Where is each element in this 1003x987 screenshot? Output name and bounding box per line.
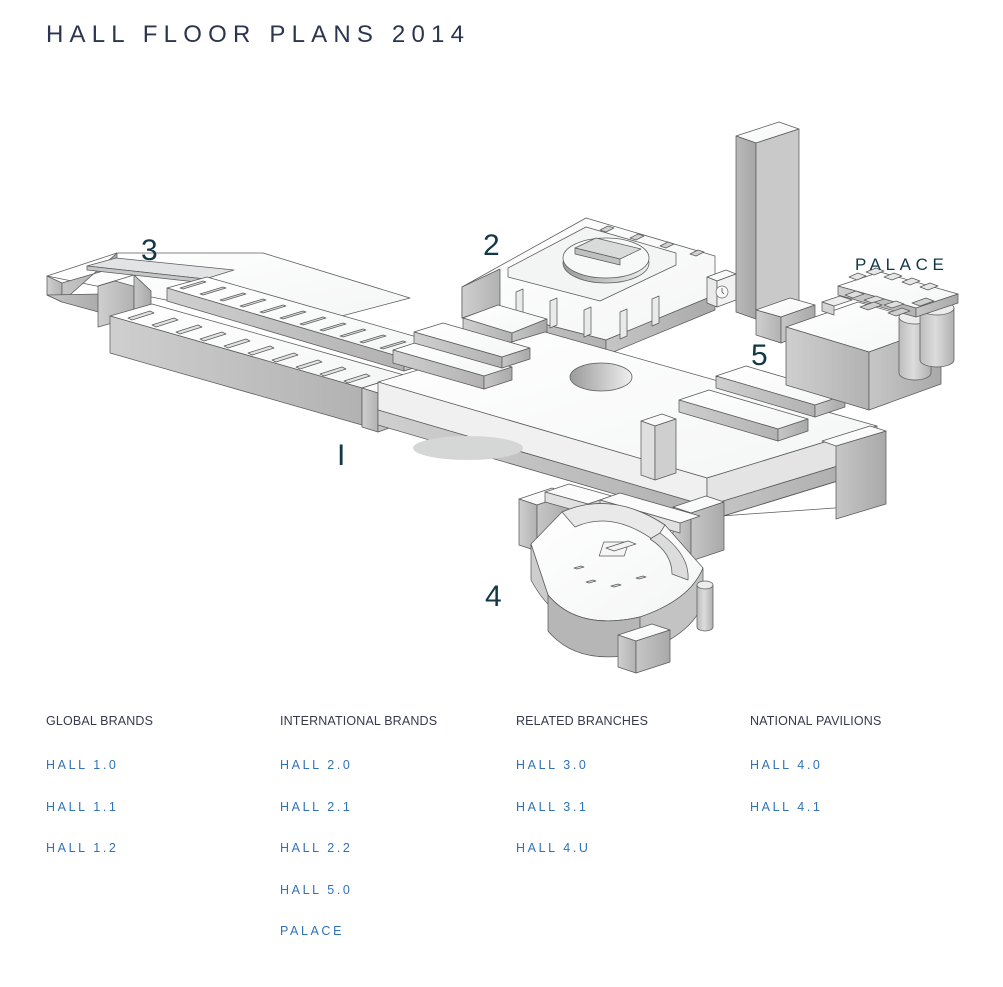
palace-structure [821,267,959,318]
legend-link-hall-2-1[interactable]: HALL 2.1 [280,799,353,814]
legend-link-hall-1-0[interactable]: HALL 1.0 [46,758,119,772]
legend-link-hall-1-1[interactable]: HALL 1.1 [46,799,119,814]
legend-column-related-branches: RELATED BRANCHES HALL 3.0 HALL 3.1 HALL … [516,714,741,884]
legend-link-hall-5-0[interactable]: HALL 5.0 [280,882,353,897]
main-platform [377,322,887,522]
map-marker-hall-1[interactable]: I [337,439,345,472]
legend-heading: GLOBAL BRANDS [46,714,154,728]
legend-heading: NATIONAL PAVILIONS [750,714,882,728]
legend-heading: RELATED BRANCHES [516,714,649,728]
hall-legend: GLOBAL BRANDS HALL 1.0 HALL 1.1 HALL 1.2… [0,714,1003,974]
hall-floor-plan-map: 3 2 I 5 4 PALACE [0,55,1003,675]
legend-link-hall-2-2[interactable]: HALL 2.2 [280,841,353,855]
map-marker-hall-5[interactable]: 5 [751,339,768,372]
tower-block [735,121,800,320]
clock-badge-cube [706,269,737,308]
legend-link-palace[interactable]: PALACE [280,924,345,938]
legend-column-national-pavilions: NATIONAL PAVILIONS HALL 4.0 HALL 4.1 [750,714,975,842]
map-marker-palace[interactable]: PALACE [855,255,948,274]
legend-link-hall-4-u[interactable]: HALL 4.U [516,841,591,855]
hall-2-block [461,217,716,356]
legend-link-hall-3-0[interactable]: HALL 3.0 [516,758,589,772]
map-marker-hall-2[interactable]: 2 [483,229,500,262]
floor-plan-illustration: 3 2 I 5 4 PALACE [46,121,959,674]
legend-column-international-brands: INTERNATIONAL BRANDS HALL 2.0 HALL 2.1 H… [280,714,505,967]
legend-link-hall-3-1[interactable]: HALL 3.1 [516,799,589,814]
hall-1-main-bar [109,303,405,426]
legend-link-hall-4-1[interactable]: HALL 4.1 [750,799,823,814]
legend-link-hall-1-2[interactable]: HALL 1.2 [46,841,119,855]
page-title: HALL FLOOR PLANS 2014 [46,21,471,48]
hall-1-upper-bar [166,276,446,372]
legend-link-hall-4-0[interactable]: HALL 4.0 [750,758,823,772]
hall-4-block [518,413,725,674]
legend-link-hall-2-0[interactable]: HALL 2.0 [280,758,353,772]
legend-column-global-brands: GLOBAL BRANDS HALL 1.0 HALL 1.1 HALL 1.2 [46,714,271,884]
map-marker-hall-3[interactable]: 3 [141,234,158,267]
legend-heading: INTERNATIONAL BRANDS [280,714,438,728]
map-marker-hall-4[interactable]: 4 [485,580,502,613]
